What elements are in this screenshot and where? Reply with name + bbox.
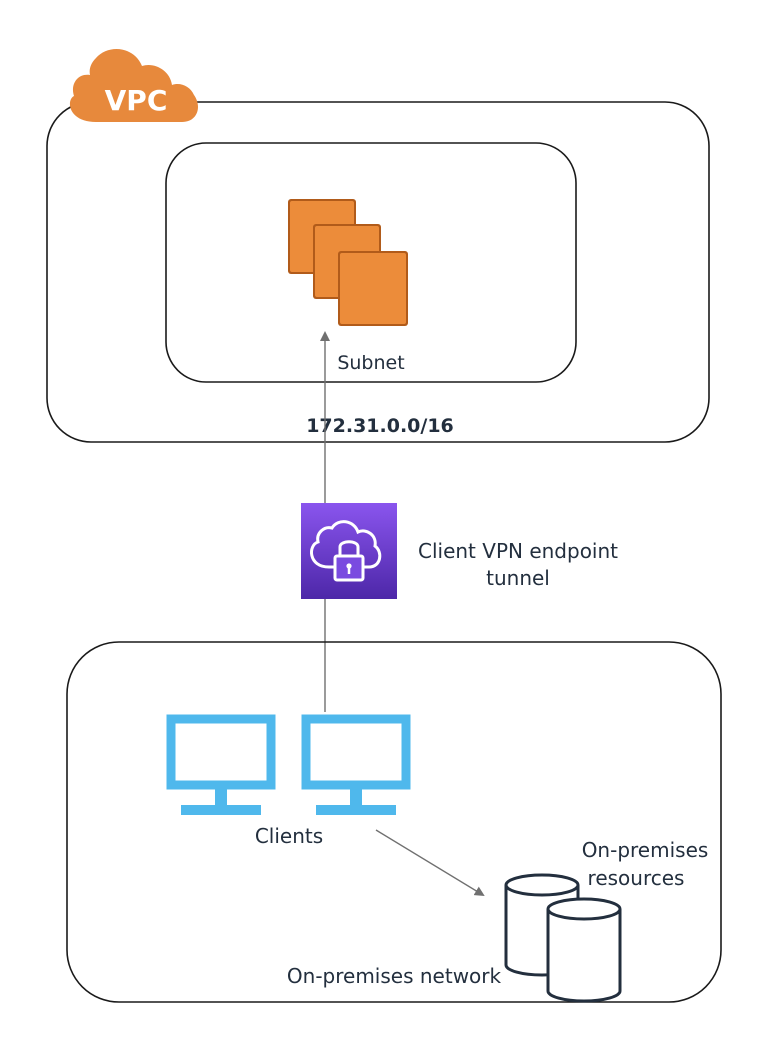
onprem-resources-label-line2: resources xyxy=(588,866,685,890)
vpc-cloud-icon: VPC xyxy=(69,48,198,122)
vpn-endpoint-label-line1: Client VPN endpoint xyxy=(418,539,618,563)
monitor-icon xyxy=(166,714,276,815)
onprem-resources-label-line1: On-premises xyxy=(582,838,709,862)
vpn-lock-icon xyxy=(301,503,397,599)
vpn-endpoint-label-line2: tunnel xyxy=(486,566,550,590)
monitor-icon xyxy=(301,714,411,815)
onprem-network-label: On-premises network xyxy=(287,964,502,988)
ec2-instances-icon xyxy=(288,199,408,326)
onprem-network-container xyxy=(66,641,722,1003)
vpc-cidr-label: 172.31.0.0/16 xyxy=(306,415,454,437)
subnet-container xyxy=(165,142,577,383)
subnet-label: Subnet xyxy=(337,352,404,374)
connection-clients-to-resources xyxy=(375,829,485,897)
vpc-container xyxy=(46,101,710,443)
clients-label: Clients xyxy=(255,824,323,848)
database-icon xyxy=(546,897,622,1003)
vpc-badge-label: VPC xyxy=(105,84,168,117)
